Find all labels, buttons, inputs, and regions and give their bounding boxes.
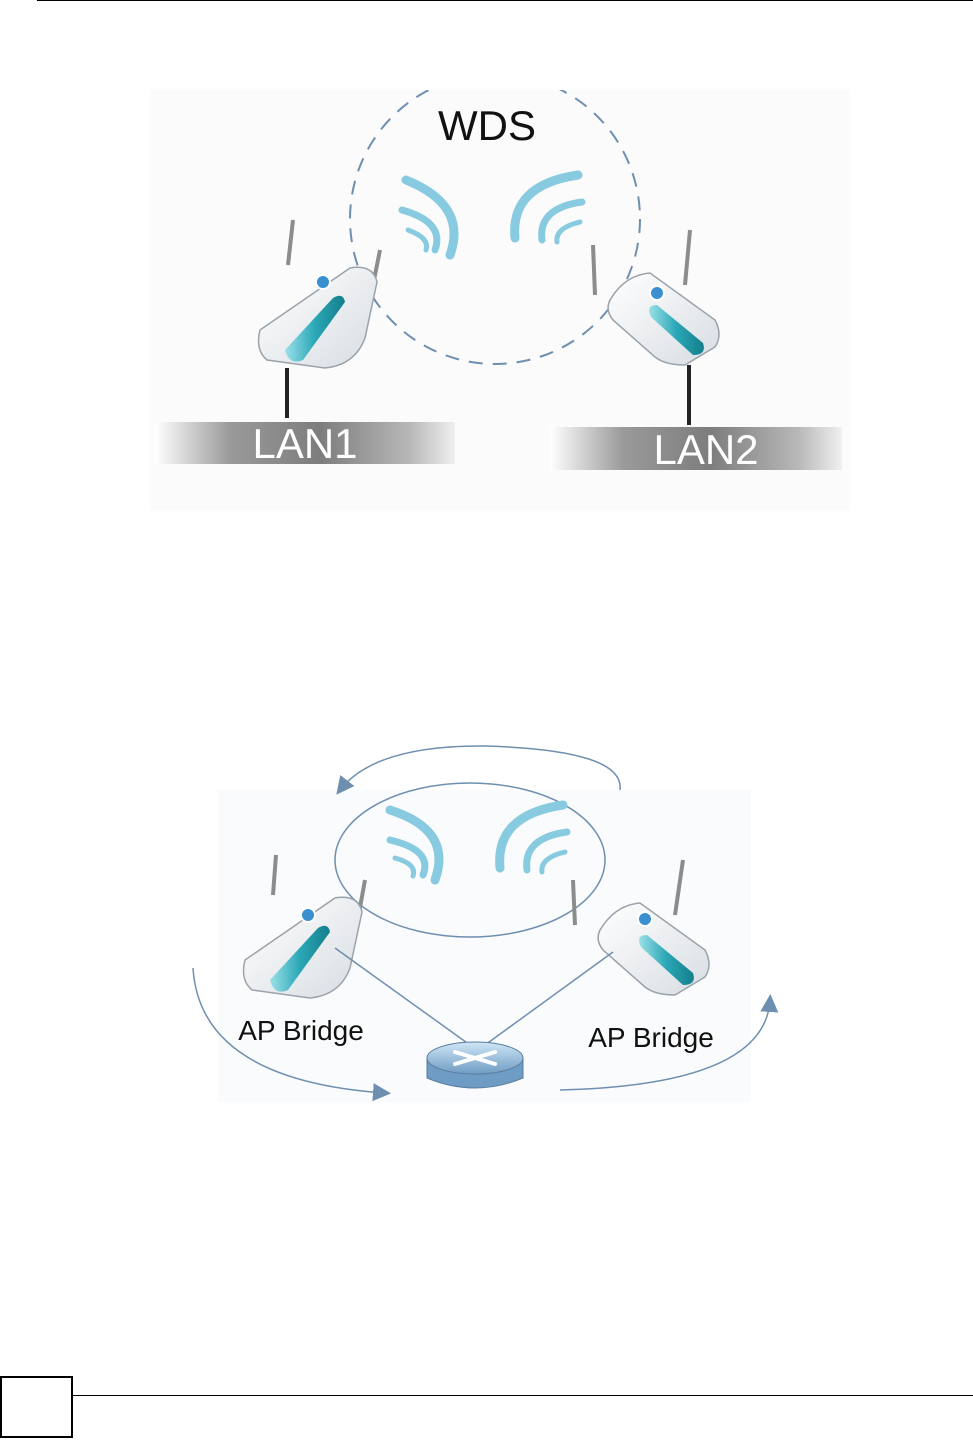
header-rule — [37, 0, 973, 1]
wds-label: WDS — [438, 102, 536, 149]
footer-rule — [0, 1395, 973, 1396]
ap-bridge-label-right: AP Bridge — [588, 1022, 714, 1053]
wds-figure: LAN1 LAN2 WDS — [150, 90, 850, 510]
switch-icon — [427, 1042, 523, 1088]
ap-bridge-label-left: AP Bridge — [238, 1015, 364, 1046]
page-number-box — [0, 1376, 73, 1438]
ap-bridge-figure: AP Bridge AP Bridge — [185, 740, 795, 1110]
lan1-label: LAN1 — [252, 420, 357, 467]
lan2-label: LAN2 — [653, 426, 758, 473]
